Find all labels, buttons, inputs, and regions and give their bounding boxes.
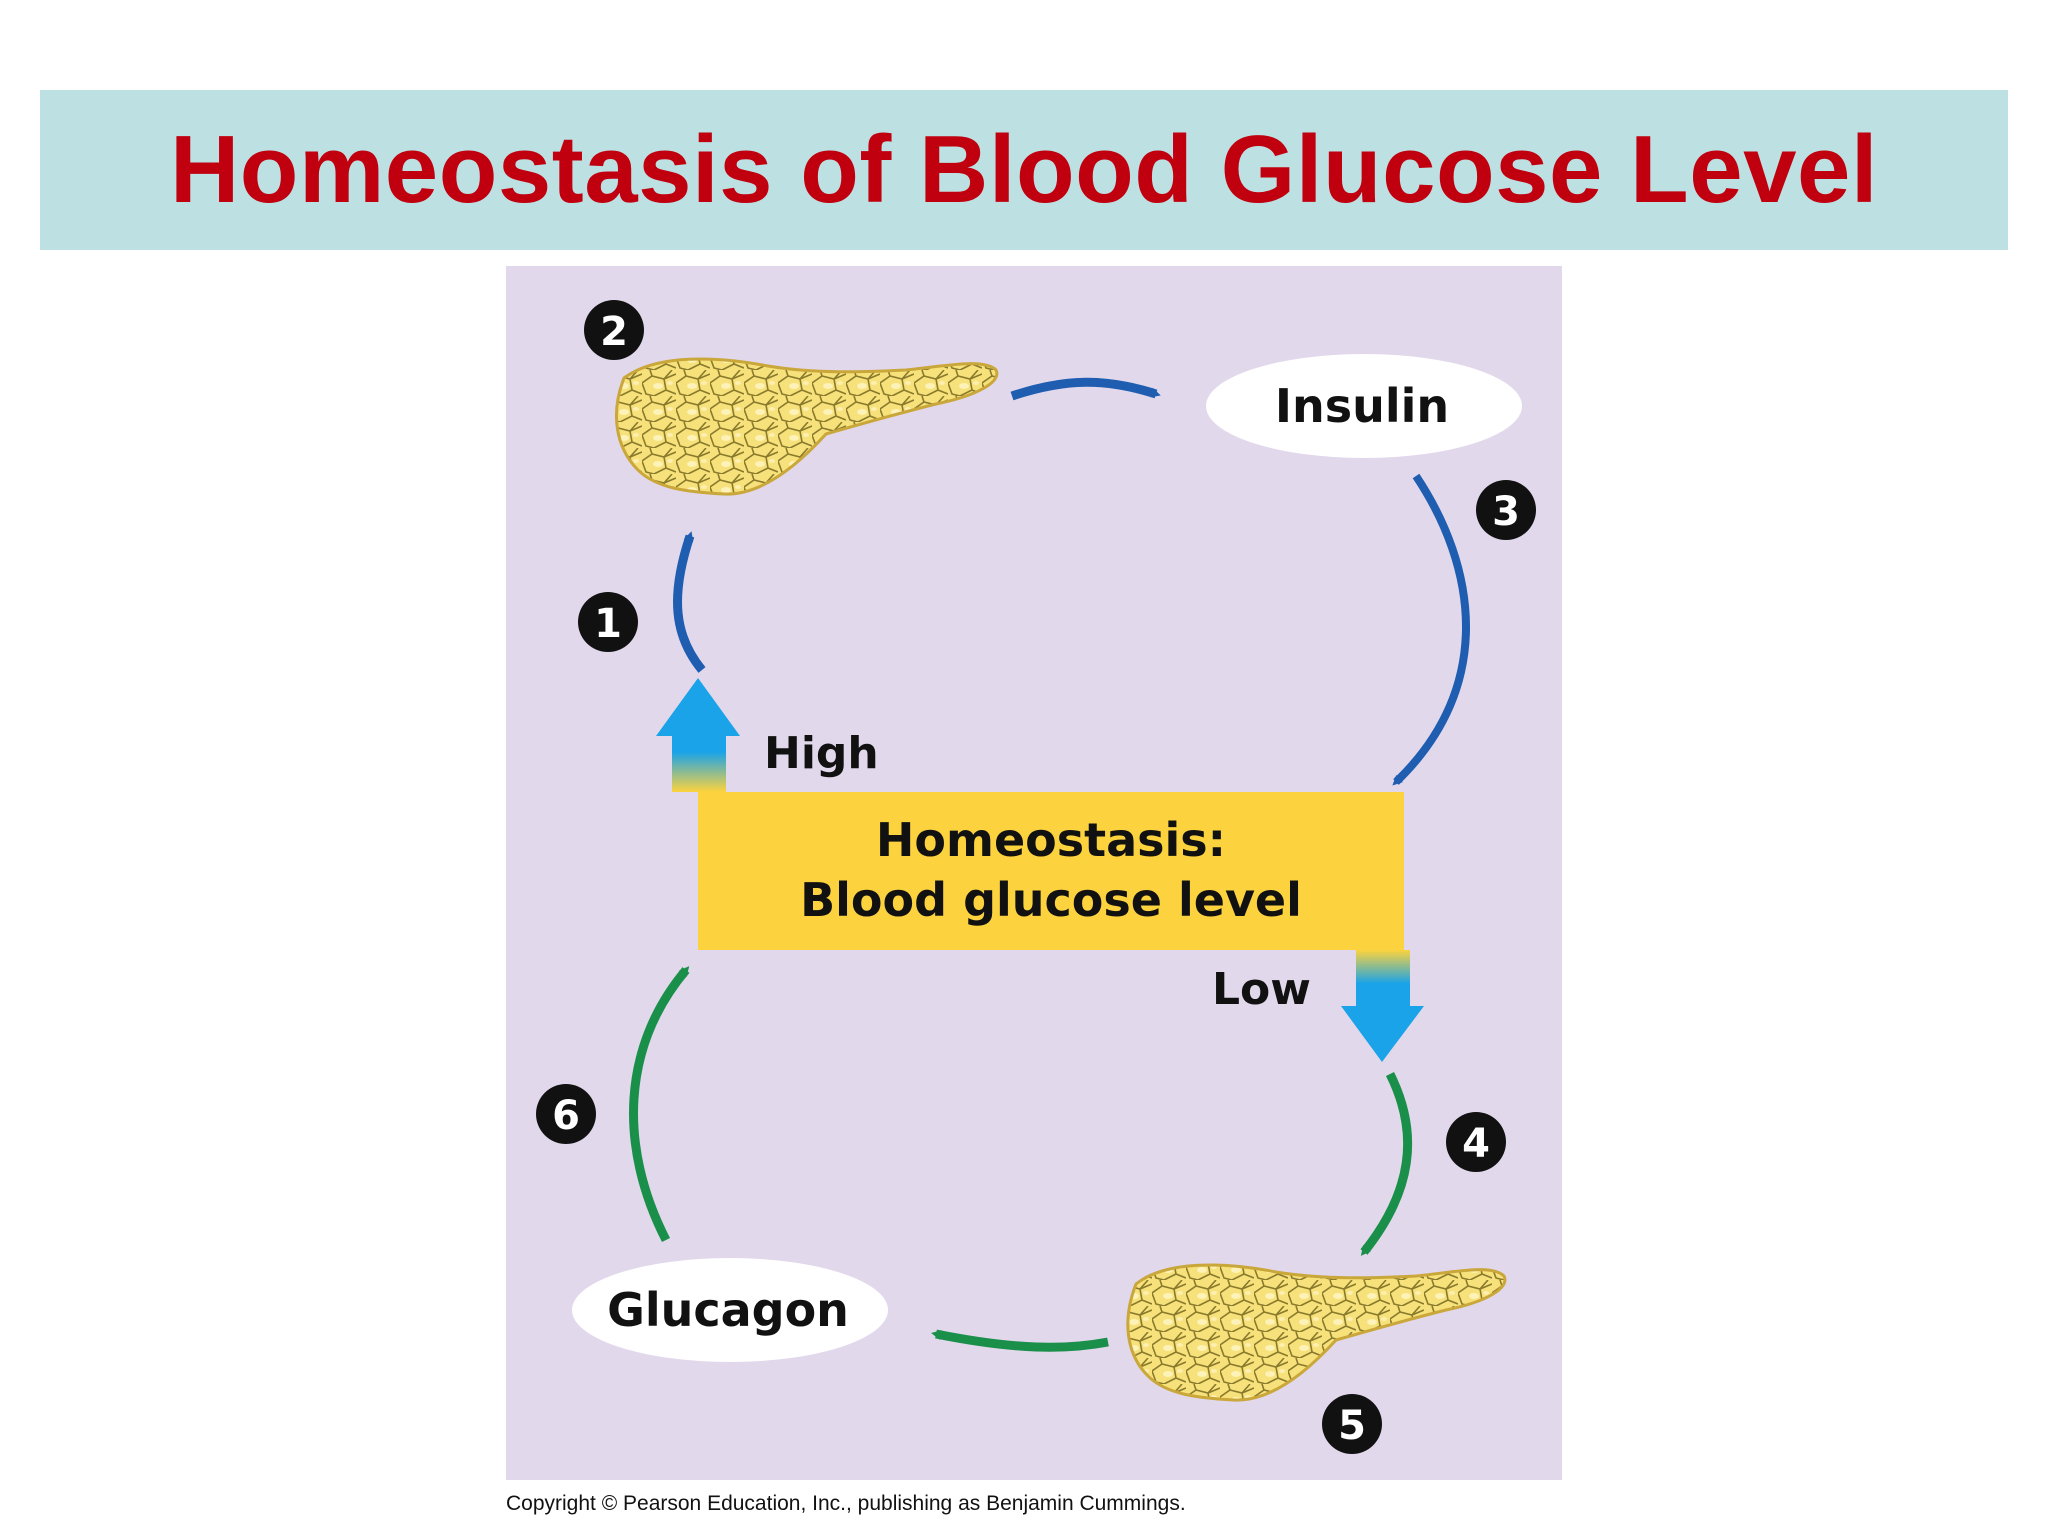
step-badge-4: 4	[1446, 1112, 1506, 1172]
step-badge-3: 3	[1476, 480, 1536, 540]
center-subtitle: Blood glucose level	[800, 873, 1302, 927]
insulin-label: Insulin	[1275, 379, 1449, 433]
pancreas-top-image	[614, 357, 999, 496]
feedback-loop-diagram: Homeostasis: Blood glucose level High Lo…	[536, 300, 1536, 1454]
arrow-step-4	[1360, 1071, 1413, 1256]
arrow-step-3	[1392, 473, 1470, 786]
title-banner: Homeostasis of Blood Glucose Level	[40, 90, 2008, 250]
svg-text:2: 2	[600, 309, 628, 355]
arrow-step-1	[673, 531, 706, 673]
svg-text:5: 5	[1338, 1403, 1366, 1449]
svg-text:3: 3	[1492, 489, 1520, 535]
svg-text:4: 4	[1462, 1121, 1490, 1167]
arrow-step-5	[931, 1329, 1109, 1352]
glucagon-label: Glucagon	[607, 1283, 849, 1337]
center-title: Homeostasis:	[876, 813, 1226, 867]
step-badge-5: 5	[1322, 1394, 1382, 1454]
glucagon-node: Glucagon	[572, 1258, 888, 1362]
svg-text:1: 1	[594, 601, 622, 647]
low-label: Low	[1212, 964, 1311, 1015]
svg-text:6: 6	[552, 1093, 580, 1139]
step-badge-6: 6	[536, 1084, 596, 1144]
high-arrow	[656, 678, 740, 792]
copyright-notice: Copyright © Pearson Education, Inc., pub…	[506, 1492, 1186, 1515]
pancreas-bottom-image	[1126, 1263, 1507, 1402]
arrow-step-6	[629, 966, 690, 1243]
step-badge-1: 1	[578, 592, 638, 652]
step-badge-2: 2	[584, 300, 644, 360]
insulin-node: Insulin	[1206, 354, 1522, 458]
page-title: Homeostasis of Blood Glucose Level	[169, 116, 1879, 223]
low-arrow	[1341, 950, 1424, 1062]
arrow-step-2	[1010, 377, 1161, 401]
homeostasis-box: Homeostasis: Blood glucose level	[698, 792, 1404, 950]
high-label: High	[764, 728, 879, 779]
